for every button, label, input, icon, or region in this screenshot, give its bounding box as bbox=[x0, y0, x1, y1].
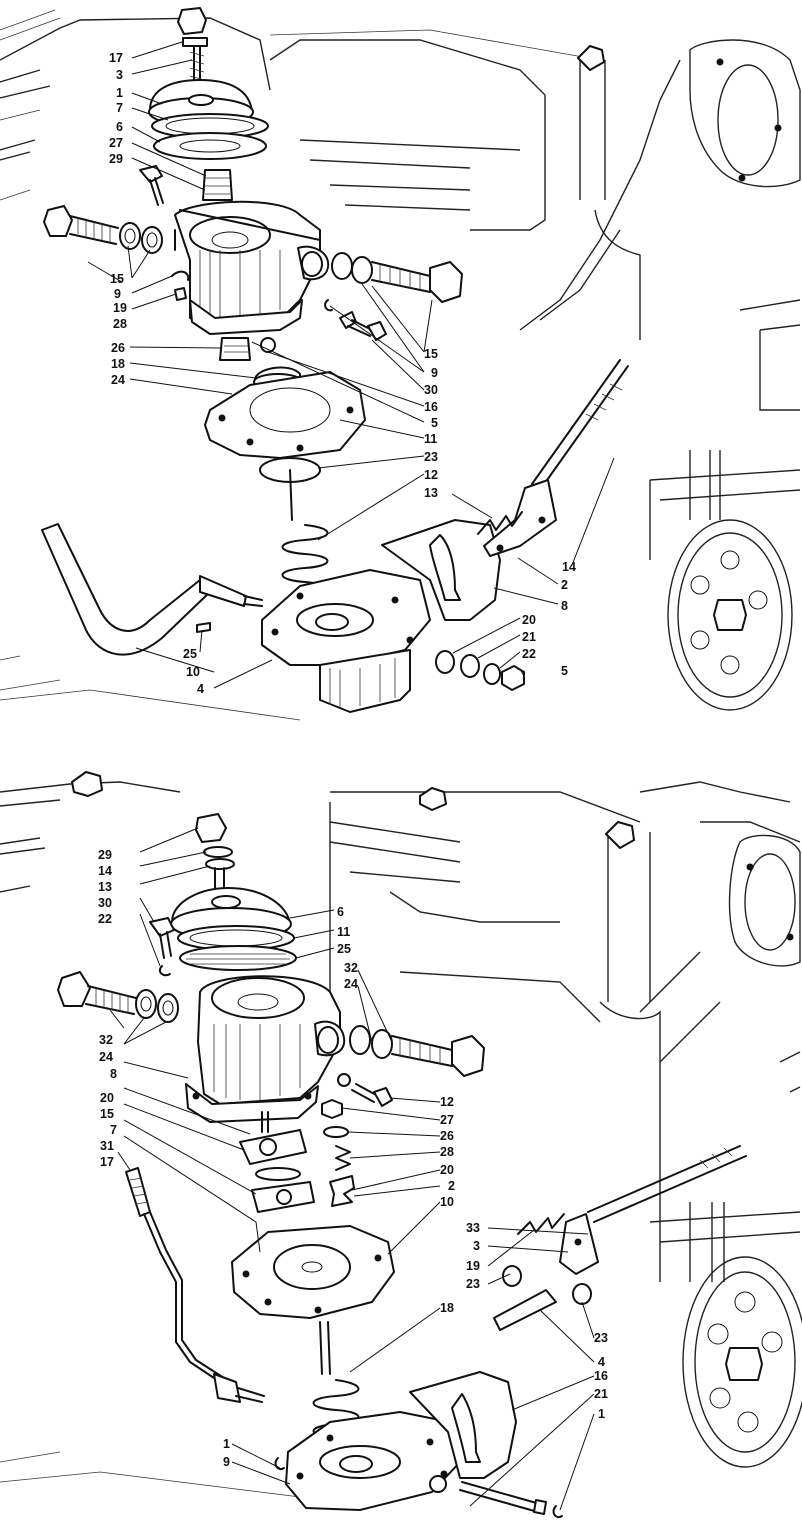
engine-background bbox=[0, 9, 801, 721]
callout-18: 18 bbox=[111, 357, 125, 371]
callout-14: 14 bbox=[562, 560, 576, 574]
callout-10: 10 bbox=[440, 1195, 454, 1209]
callout-24-left: 24 bbox=[99, 1050, 113, 1064]
callout-10: 10 bbox=[186, 665, 200, 679]
callout-6: 6 bbox=[337, 905, 344, 919]
callout-12: 12 bbox=[440, 1095, 454, 1109]
callout-19: 19 bbox=[466, 1259, 480, 1273]
callout-1-right: 1 bbox=[598, 1407, 605, 1421]
bottom-exploded-diagram: 29 14 13 30 22 6 11 25 32 24 32 24 8 20 … bbox=[0, 771, 802, 1518]
callout-13: 13 bbox=[424, 486, 438, 500]
callout-19: 19 bbox=[113, 301, 127, 315]
callout-22: 22 bbox=[522, 647, 536, 661]
callout-8: 8 bbox=[110, 1067, 117, 1081]
callout-4: 4 bbox=[197, 682, 204, 696]
callout-25: 25 bbox=[337, 942, 351, 956]
callout-32-right: 32 bbox=[344, 961, 358, 975]
callout-32-left: 32 bbox=[99, 1033, 113, 1047]
callout-23: 23 bbox=[424, 450, 438, 464]
callout-27: 27 bbox=[440, 1113, 454, 1127]
callout-9: 9 bbox=[114, 287, 121, 301]
callout-3: 3 bbox=[473, 1239, 480, 1253]
callout-33: 33 bbox=[466, 1221, 480, 1235]
callout-29: 29 bbox=[98, 848, 112, 862]
callout-21: 21 bbox=[594, 1387, 608, 1401]
carburettor-assembly-top bbox=[41, 7, 629, 713]
callout-22: 22 bbox=[98, 912, 112, 926]
callout-24-right: 24 bbox=[344, 977, 358, 991]
carburettor-assembly-bottom bbox=[57, 813, 747, 1518]
callout-26: 26 bbox=[111, 341, 125, 355]
callout-17: 17 bbox=[100, 1155, 114, 1169]
callout-23-right: 23 bbox=[594, 1331, 608, 1345]
callout-30: 30 bbox=[424, 383, 438, 397]
callout-6: 6 bbox=[116, 120, 123, 134]
top-leader-lines bbox=[87, 41, 615, 689]
callout-11: 11 bbox=[424, 432, 437, 446]
callout-8: 8 bbox=[561, 599, 568, 613]
callout-30: 30 bbox=[98, 896, 112, 910]
callout-18: 18 bbox=[440, 1301, 454, 1315]
callout-27: 27 bbox=[109, 136, 123, 150]
callout-26: 26 bbox=[440, 1129, 454, 1143]
callout-20-right: 20 bbox=[440, 1163, 454, 1177]
callout-7: 7 bbox=[116, 101, 123, 115]
callout-15: 15 bbox=[100, 1107, 114, 1121]
callout-2: 2 bbox=[448, 1179, 455, 1193]
bottom-callout-labels: 29 14 13 30 22 6 11 25 32 24 32 24 8 20 … bbox=[98, 848, 608, 1469]
callout-25: 25 bbox=[183, 647, 197, 661]
callout-3: 3 bbox=[116, 68, 123, 82]
callout-28: 28 bbox=[440, 1145, 454, 1159]
callout-2: 2 bbox=[561, 578, 568, 592]
callout-1: 1 bbox=[116, 86, 123, 100]
callout-15: 15 bbox=[110, 272, 124, 286]
callout-13: 13 bbox=[98, 880, 112, 894]
callout-5: 5 bbox=[431, 416, 438, 430]
callout-7: 7 bbox=[110, 1123, 117, 1137]
callout-20: 20 bbox=[100, 1091, 114, 1105]
top-exploded-diagram: 17 3 1 7 6 27 29 15 9 19 28 26 18 24 15 … bbox=[0, 7, 801, 721]
callout-24: 24 bbox=[111, 373, 125, 387]
engine-background-lower bbox=[0, 771, 802, 1503]
callout-15-right: 15 bbox=[424, 347, 438, 361]
callout-5-lower: 5 bbox=[561, 664, 568, 678]
top-callout-labels: 17 3 1 7 6 27 29 15 9 19 28 26 18 24 15 … bbox=[109, 51, 576, 696]
callout-9-right: 9 bbox=[431, 366, 438, 380]
callout-16: 16 bbox=[424, 400, 438, 414]
callout-14: 14 bbox=[98, 864, 112, 878]
bottom-leader-lines bbox=[109, 827, 595, 1511]
callout-20: 20 bbox=[522, 613, 536, 627]
callout-23: 23 bbox=[466, 1277, 480, 1291]
callout-17: 17 bbox=[109, 51, 123, 65]
callout-28: 28 bbox=[113, 317, 127, 331]
callout-31: 31 bbox=[100, 1139, 114, 1153]
callout-21: 21 bbox=[522, 630, 536, 644]
callout-16: 16 bbox=[594, 1369, 608, 1383]
callout-12: 12 bbox=[424, 468, 438, 482]
callout-4: 4 bbox=[598, 1355, 605, 1369]
callout-29: 29 bbox=[109, 152, 123, 166]
callout-9: 9 bbox=[223, 1455, 230, 1469]
callout-1-left: 1 bbox=[223, 1437, 230, 1451]
callout-11: 11 bbox=[337, 925, 350, 939]
